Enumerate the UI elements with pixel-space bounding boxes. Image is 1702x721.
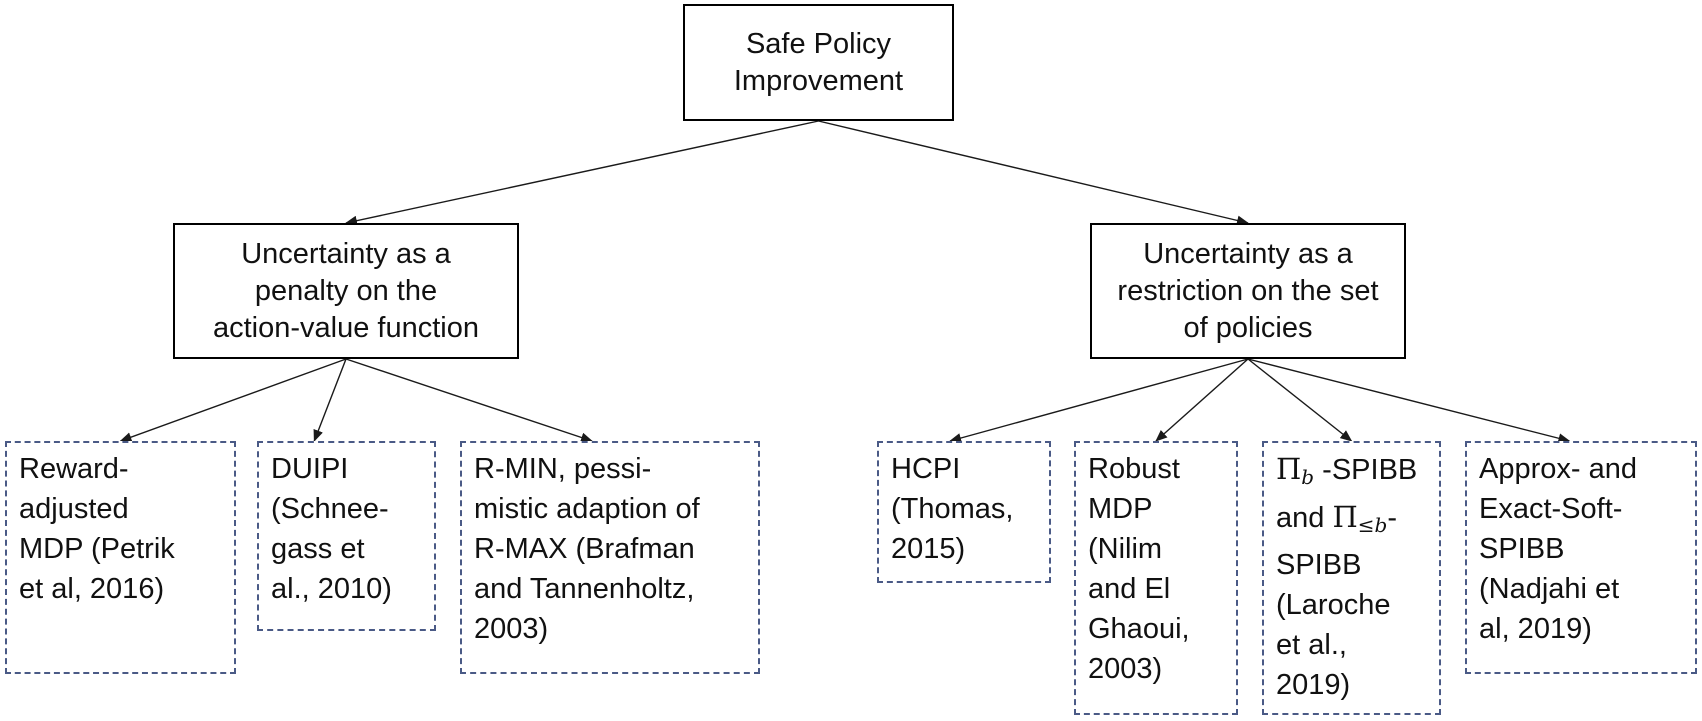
method-label: Reward- adjusted MDP (Petrik et al, 2016… <box>19 453 175 605</box>
pi-subscript-b: b <box>1301 465 1315 489</box>
pi-b-line: Πb -SPIBB <box>1276 449 1429 497</box>
edge-penalty-to-duipi <box>313 358 347 442</box>
method-duipi: DUIPI (Schnee- gass et al., 2010) <box>257 441 436 631</box>
method-label: Approx- and Exact-Soft- SPIBB (Nadjahi e… <box>1479 453 1637 645</box>
method-label: R-MIN, pessi- mistic adaption of R-MAX (… <box>474 453 700 645</box>
root-node: Safe Policy Improvement <box>683 4 954 121</box>
category-penalty-node: Uncertainty as a penalty on the action-v… <box>173 223 519 359</box>
pi-leq-b-prefix: and <box>1276 502 1333 534</box>
edge-restriction-to-pi-spibb <box>1247 358 1353 442</box>
method-r-min: R-MIN, pessi- mistic adaption of R-MAX (… <box>460 441 760 674</box>
edge-root-to-restriction <box>818 120 1249 226</box>
pi-symbol: Π <box>1276 452 1302 486</box>
pi-leq-b-line: and Π≤b- <box>1276 497 1429 545</box>
edge-restriction-to-hcpi <box>949 358 1249 443</box>
pi-symbol: Π <box>1332 500 1358 534</box>
edge-restriction-to-robust-mdp <box>1155 358 1249 442</box>
pi-subscript-leq-b: ≤b <box>1357 513 1388 537</box>
root-label: Safe Policy Improvement <box>733 27 904 97</box>
method-pi-b-spibb: Πb -SPIBB and Π≤b- SPIBB (Laroche et al.… <box>1262 441 1441 715</box>
category-restriction-label: Uncertainty as a restriction on the set … <box>1117 237 1379 344</box>
method-hcpi: HCPI (Thomas, 2015) <box>877 441 1051 583</box>
method-label: SPIBB (Laroche et al., 2019) <box>1276 549 1391 701</box>
edge-restriction-to-soft-spibb <box>1247 358 1571 444</box>
method-label: HCPI (Thomas, 2015) <box>891 453 1014 565</box>
method-soft-spibb: Approx- and Exact-Soft- SPIBB (Nadjahi e… <box>1465 441 1697 674</box>
method-label: Robust MDP (Nilim and El Ghaoui, 2003) <box>1088 453 1190 685</box>
pi-b-suffix: -SPIBB <box>1314 454 1418 486</box>
edge-penalty-to-reward-adjusted <box>119 358 347 442</box>
method-reward-adjusted-mdp: Reward- adjusted MDP (Petrik et al, 2016… <box>5 441 236 674</box>
pi-leq-b-suffix: - <box>1387 502 1397 534</box>
edge-penalty-to-r-min <box>345 358 593 443</box>
method-robust-mdp: Robust MDP (Nilim and El Ghaoui, 2003) <box>1074 441 1238 715</box>
edge-root-to-penalty <box>345 120 819 226</box>
category-restriction-node: Uncertainty as a restriction on the set … <box>1090 223 1406 359</box>
category-penalty-label: Uncertainty as a penalty on the action-v… <box>213 237 479 344</box>
method-label: DUIPI (Schnee- gass et al., 2010) <box>271 453 392 605</box>
